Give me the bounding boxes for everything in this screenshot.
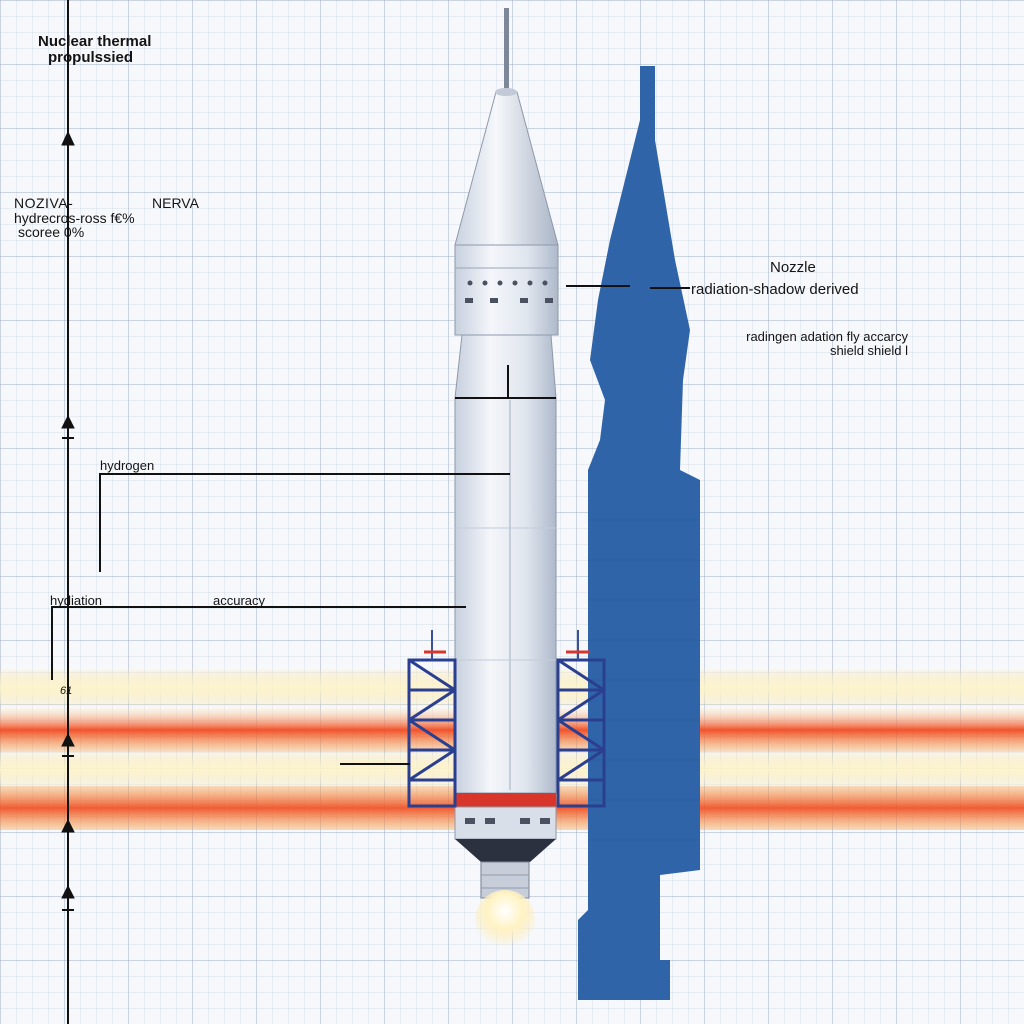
- hydrogen-label: hydrogen: [100, 458, 155, 473]
- nerva-label: NERVA: [152, 195, 199, 211]
- radiation-shield-note-line-2: shield shield l: [829, 342, 908, 358]
- shadow-texture: [588, 519, 700, 841]
- up-arrow-icon: [61, 732, 75, 747]
- rocket: [454, 8, 559, 950]
- engine-vents: [465, 818, 550, 824]
- leader-lines: [51, 285, 690, 765]
- radiation-shield-note: radingen adation fly accarcy shield shie…: [746, 330, 908, 357]
- rocket-antenna: [504, 8, 509, 90]
- launch-tower-right: [556, 630, 606, 808]
- radiation-shield-note-line-1: radingen adation fly accarcy: [746, 329, 908, 344]
- launch-tower-left: [407, 630, 457, 808]
- left-annotation-line-2: hydrecros-ross f€%: [14, 209, 135, 226]
- rocket-upper-module: [454, 244, 559, 336]
- hydiation-label: hydiation: [50, 593, 103, 608]
- module-ports: [465, 280, 553, 303]
- left-annotation: NOZIVA- hydrecros-ross f€% scoree 0%: [14, 196, 135, 240]
- title-line-1: Nuclear thermal: [38, 33, 152, 50]
- diagram-title: Nuclear thermal propulssied: [38, 34, 151, 66]
- left-annotation-line-3: scoree 0%: [18, 224, 85, 241]
- radiation-shadow-silhouette: [578, 66, 700, 1000]
- leader-hydrogen: [99, 473, 510, 572]
- rocket-base-stripe: [455, 793, 556, 807]
- up-arrow-icon: [61, 818, 75, 833]
- rocket-interstage: [454, 334, 557, 399]
- nozzle-label: Nozzle: [770, 259, 816, 276]
- up-arrow-icon: [61, 414, 75, 429]
- up-arrow-icon: [61, 884, 75, 899]
- exhaust-glow: [475, 890, 535, 950]
- rocket-thrust-structure: [455, 839, 556, 862]
- radiation-shadow-label: radiation-shadow derived: [691, 281, 859, 298]
- left-annotation-line-1: NOZIVA-: [14, 195, 74, 211]
- left-axis: [61, 0, 75, 1024]
- nose-tip: [495, 88, 517, 96]
- up-arrow-icon: [61, 130, 75, 146]
- leader-hydiation: [51, 606, 466, 680]
- title-line-2: propulssied: [48, 48, 134, 66]
- axis-tick-label: 61: [60, 685, 73, 697]
- rocket-main-tank: [454, 397, 557, 794]
- rocket-nose-cone: [454, 91, 559, 246]
- accuracy-label: accuracy: [213, 593, 266, 608]
